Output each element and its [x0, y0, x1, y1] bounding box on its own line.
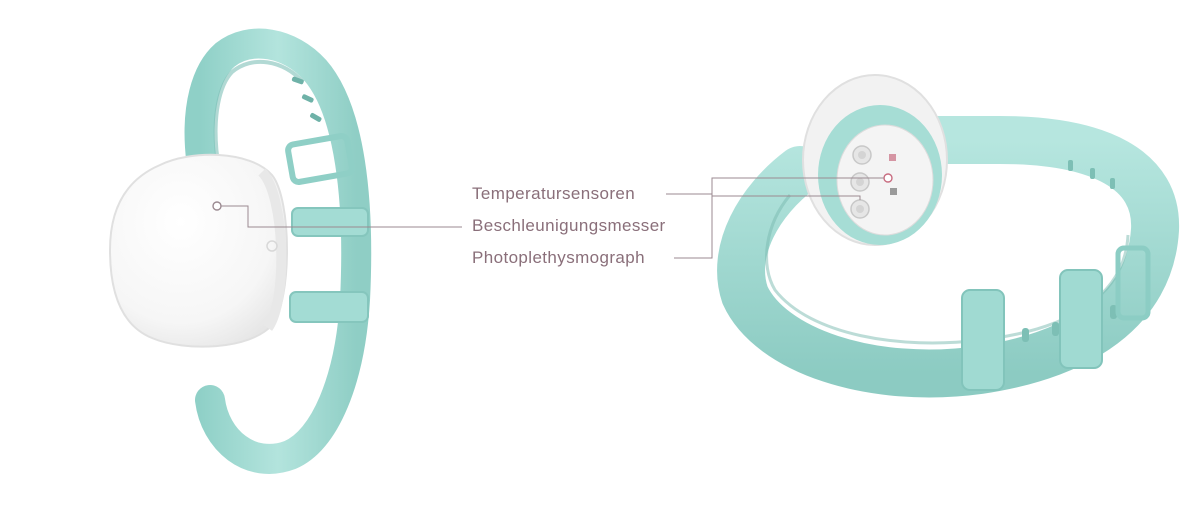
leader-line-accel-left [221, 205, 462, 228]
sensor-marker-dot [883, 173, 893, 183]
sensor-array [850, 145, 897, 219]
leader-line-ppg [674, 194, 713, 259]
bracelet-front-view [108, 28, 372, 474]
keeper-loop-upper [291, 207, 369, 237]
sensor-small-bottom [890, 188, 897, 195]
keeper-loop-left [961, 289, 1005, 391]
label-temperature-sensors: Temperatursensoren [472, 184, 636, 203]
keeper-loop-lower [289, 291, 369, 323]
label-accelerometer: Beschleunigungsmesser [472, 216, 666, 235]
keeper-loop-right [1059, 269, 1103, 369]
label-photoplethysmograph: Photoplethysmograph [472, 248, 645, 267]
pod-marker-dot [212, 201, 222, 211]
leader-line-accel-right [711, 177, 884, 194]
pod-button [266, 240, 278, 252]
bracelet-back-view [717, 74, 1180, 398]
strap-holes [1022, 160, 1117, 342]
leader-line-ppg-sensor [712, 195, 861, 200]
strap-holes [291, 76, 322, 122]
tracker-pod-rim [258, 168, 287, 331]
leader-lines [221, 177, 884, 259]
buckle [1115, 245, 1151, 321]
buckle [285, 133, 355, 185]
tracker-pod [108, 153, 288, 348]
sensor-small-top [889, 154, 896, 161]
